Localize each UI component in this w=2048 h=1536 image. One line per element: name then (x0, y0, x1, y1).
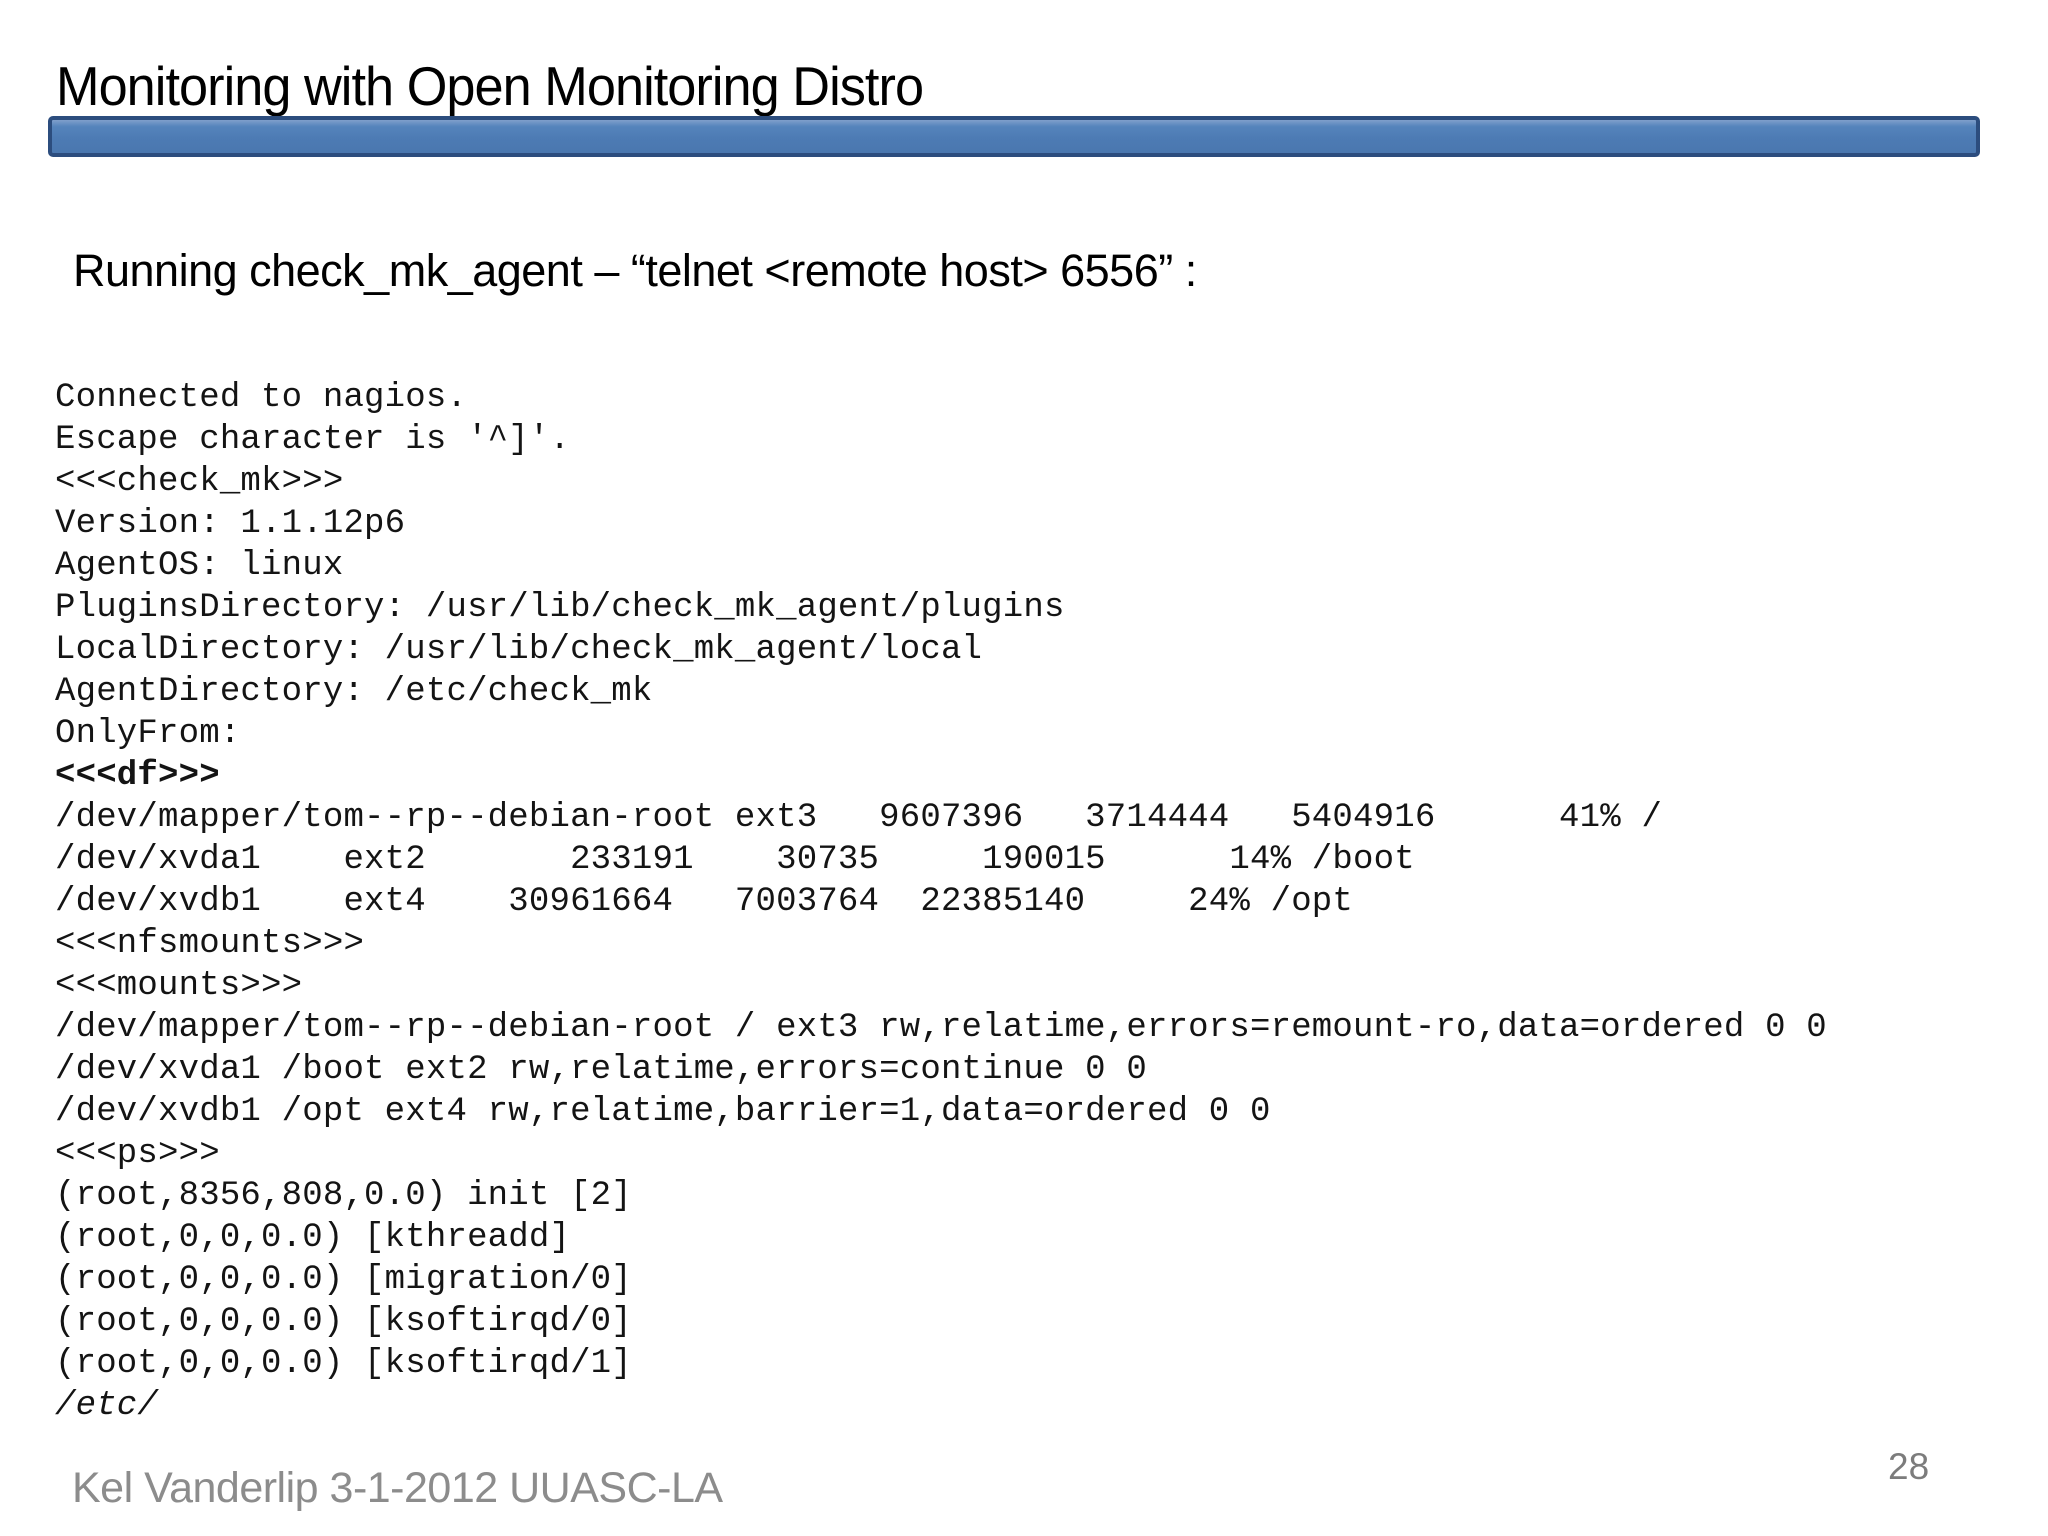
terminal-line: Connected to nagios. (55, 379, 468, 417)
slide-title: Monitoring with Open Monitoring Distro (56, 55, 924, 117)
terminal-line: Version: 1.1.12p6 (55, 505, 406, 543)
title-accent-bar (48, 116, 1980, 157)
terminal-line: PluginsDirectory: /usr/lib/check_mk_agen… (55, 589, 1065, 627)
terminal-line: AgentOS: linux (55, 547, 344, 585)
terminal-line: (root,0,0,0.0) [migration/0] (55, 1261, 632, 1299)
terminal-line: /dev/xvda1 /boot ext2 rw,relatime,errors… (55, 1051, 1147, 1089)
terminal-line: <<<mounts>>> (55, 967, 303, 1005)
terminal-line-df-header: <<<df>>> (55, 757, 220, 795)
terminal-line: <<<check_mk>>> (55, 463, 344, 501)
terminal-line: OnlyFrom: (55, 715, 241, 753)
terminal-line: Escape character is '^]'. (55, 421, 571, 459)
page-number: 28 (1888, 1446, 1930, 1487)
slide-subtitle: Running check_mk_agent – “telnet <remote… (73, 245, 1197, 296)
terminal-line: /dev/mapper/tom--rp--debian-root / ext3 … (55, 1009, 1827, 1047)
terminal-line: <<<ps>>> (55, 1135, 220, 1173)
terminal-line: LocalDirectory: /usr/lib/check_mk_agent/… (55, 631, 983, 669)
terminal-line: (root,8356,808,0.0) init [2] (55, 1177, 632, 1215)
terminal-line: /dev/xvda1 ext2 233191 30735 190015 14% … (55, 841, 1415, 879)
terminal-line: (root,0,0,0.0) [ksoftirqd/1] (55, 1345, 632, 1383)
footer-credit: Kel Vanderlip 3-1-2012 UUASC-LA (72, 1464, 723, 1512)
terminal-line: <<<nfsmounts>>> (55, 925, 365, 963)
terminal-line: /dev/xvdb1 /opt ext4 rw,relatime,barrier… (55, 1093, 1271, 1131)
terminal-line-etc: /etc/ (55, 1387, 159, 1425)
terminal-output: Connected to nagios. Escape character is… (55, 377, 1827, 1427)
terminal-line: /dev/xvdb1 ext4 30961664 7003764 2238514… (55, 883, 1354, 921)
terminal-line: (root,0,0,0.0) [kthreadd] (55, 1219, 571, 1257)
terminal-line: /dev/mapper/tom--rp--debian-root ext3 96… (55, 799, 1663, 837)
terminal-line: (root,0,0,0.0) [ksoftirqd/0] (55, 1303, 632, 1341)
terminal-line: AgentDirectory: /etc/check_mk (55, 673, 653, 711)
